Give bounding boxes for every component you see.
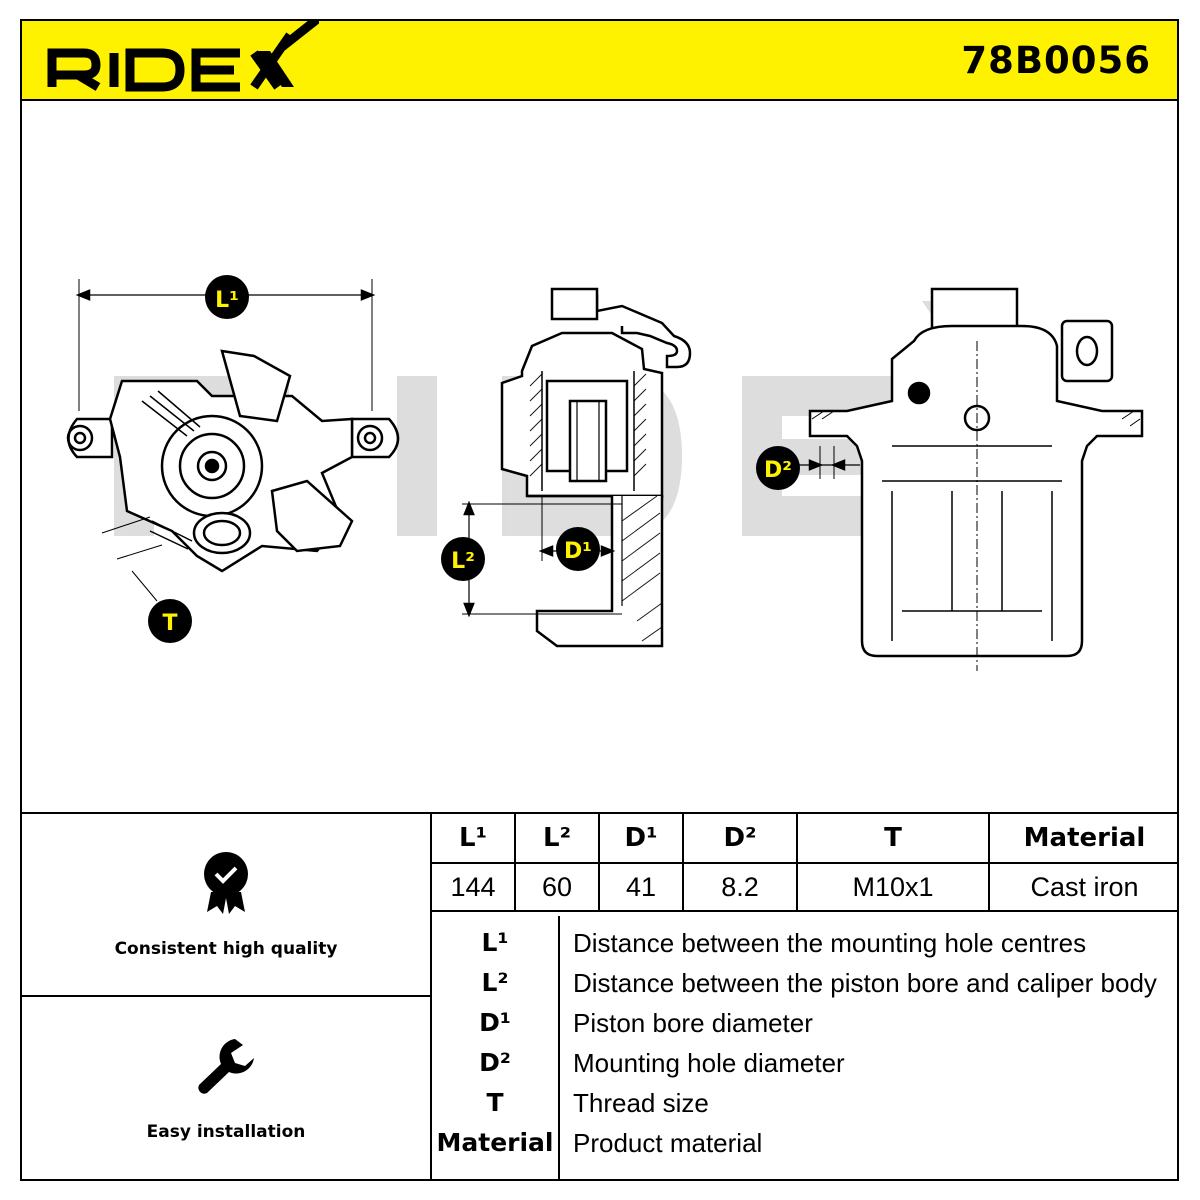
spec-header-d2: D² <box>682 814 798 864</box>
wrench-icon <box>198 1039 254 1094</box>
legend-row: D² Mounting hole diameter <box>432 1046 1177 1086</box>
legend-row: D¹ Piston bore diameter <box>432 1006 1177 1046</box>
section-divider <box>20 812 1179 814</box>
legend-symbol: D¹ <box>479 1008 511 1037</box>
legend-description: Distance between the piston bore and cal… <box>573 968 1157 998</box>
legend-symbol: T <box>486 1088 504 1117</box>
spec-header-l1: L¹ <box>432 814 516 864</box>
l2-badge <box>441 537 485 581</box>
d2-badge <box>756 446 800 490</box>
t-badge <box>148 599 192 643</box>
part-number: 78B0056 <box>961 39 1151 82</box>
legend-symbol: L¹ <box>481 928 509 957</box>
l2-badge-label: L² <box>451 549 475 574</box>
spec-header-material: Material <box>988 814 1179 864</box>
legend-symbol: L² <box>481 968 509 997</box>
spec-header-l2: L² <box>514 814 600 864</box>
feature-quality: Consistent high quality <box>22 850 430 959</box>
legend-symbol: D² <box>479 1048 511 1077</box>
d2-badge-label: D² <box>764 458 792 483</box>
legend-row: L¹ Distance between the mounting hole ce… <box>432 926 1177 966</box>
spec-value-material: Cast iron <box>988 862 1179 912</box>
legend: L¹ Distance between the mounting hole ce… <box>432 916 1177 1178</box>
legend-row: L² Distance between the piston bore and … <box>432 966 1177 1006</box>
quality-badge-icon <box>204 852 248 914</box>
l1-badge <box>205 275 249 319</box>
ridex-logo <box>47 21 319 92</box>
caliper-rear-view <box>798 287 1144 671</box>
spec-table: L¹ L² D¹ D² T Material 144 60 41 8.2 M10… <box>432 814 1179 912</box>
legend-divider <box>558 916 560 1179</box>
legend-row: Material Product material <box>432 1126 1177 1166</box>
legend-row: T Thread size <box>432 1086 1177 1126</box>
legend-description: Thread size <box>573 1088 709 1118</box>
feature-installation: Easy installation <box>22 1033 430 1142</box>
l1-badge-label: L¹ <box>215 288 239 313</box>
caliper-technical-drawing: L¹ T L² D¹ <box>66 275 1144 671</box>
spec-value-row: 144 60 41 8.2 M10x1 Cast iron <box>432 862 1179 912</box>
legend-symbol: Material <box>436 1128 554 1157</box>
legend-description: Distance between the mounting hole centr… <box>573 928 1087 958</box>
caliper-section-view <box>462 287 692 648</box>
spec-header-t: T <box>796 814 990 864</box>
spec-header-d1: D¹ <box>598 814 684 864</box>
feature-quality-label: Consistent high quality <box>114 939 338 959</box>
legend-description: Product material <box>573 1128 763 1158</box>
d1-badge-label: D¹ <box>564 539 592 564</box>
d1-badge <box>556 527 600 571</box>
spec-value-d2: 8.2 <box>682 862 798 912</box>
caliper-side-view <box>66 279 400 602</box>
t-badge-label: T <box>162 611 177 636</box>
legend-description: Piston bore diameter <box>573 1008 813 1038</box>
feature-divider <box>20 995 432 997</box>
header-bar: 78B0056 <box>20 19 1179 101</box>
feature-installation-label: Easy installation <box>146 1122 306 1142</box>
spec-value-l2: 60 <box>514 862 600 912</box>
spec-value-d1: 41 <box>598 862 684 912</box>
legend-description: Mounting hole diameter <box>573 1048 845 1078</box>
spec-header-row: L¹ L² D¹ D² T Material <box>432 814 1179 864</box>
spec-value-l1: 144 <box>432 862 516 912</box>
spec-value-t: M10x1 <box>796 862 990 912</box>
